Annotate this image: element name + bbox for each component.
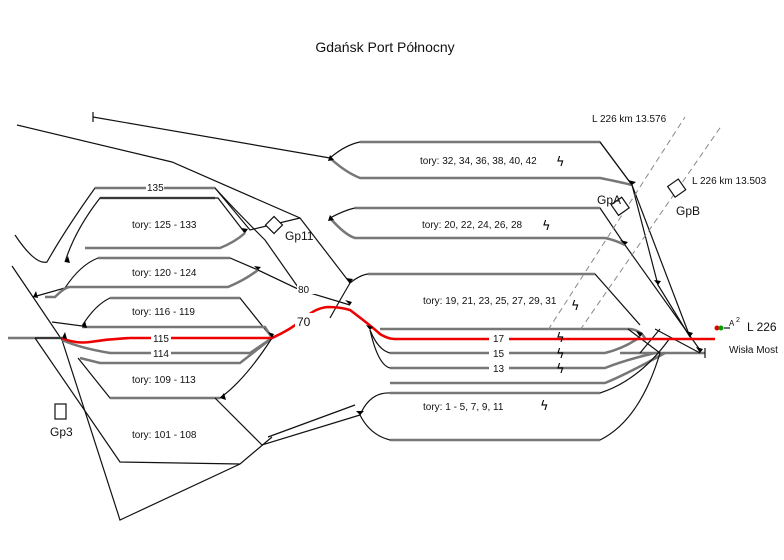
lightning-icon: ϟ bbox=[556, 331, 565, 346]
post-gpb-icon bbox=[666, 178, 687, 199]
diagram-title: Gdańsk Port Północny bbox=[315, 39, 454, 55]
lightning-icons: ϟ ϟ ϟ ϟ ϟ ϟ ϟ bbox=[540, 155, 580, 414]
track-group-label: tory: 116 - 119 bbox=[132, 307, 195, 318]
signal-label: A bbox=[729, 319, 735, 328]
line-label: L 226 bbox=[747, 320, 777, 334]
signal-label-sup: 2 bbox=[736, 317, 740, 324]
post-gpa-label: GpA bbox=[597, 193, 621, 207]
post-gp3-label: Gp3 bbox=[50, 425, 73, 439]
lightning-icon: ϟ bbox=[542, 219, 551, 234]
track-number: 80 bbox=[298, 285, 310, 296]
track-number: 135 bbox=[147, 183, 164, 194]
yard-116-119 bbox=[32, 296, 274, 521]
boundary-line-a bbox=[547, 116, 686, 331]
yard-120-124 bbox=[11, 256, 301, 299]
track-number: 15 bbox=[493, 349, 505, 360]
yard-109-113 bbox=[61, 336, 361, 446]
track-group-label: tory: 109 - 113 bbox=[132, 375, 196, 386]
main-line bbox=[8, 336, 241, 465]
track-group-label: tory: 32, 34, 36, 38, 40, 42 bbox=[420, 156, 537, 167]
track-group-label: tory: 1 - 5, 7, 9, 11 bbox=[423, 402, 504, 413]
track-number: 17 bbox=[493, 334, 505, 345]
track-number: 13 bbox=[493, 364, 505, 375]
track-number: 70 bbox=[297, 315, 311, 329]
switch-markers bbox=[33, 155, 703, 415]
post-gp11-label: Gp11 bbox=[285, 229, 314, 243]
lightning-icon: ϟ bbox=[556, 347, 565, 362]
track-group-label: tory: 120 - 124 bbox=[132, 268, 197, 279]
track-number: 115 bbox=[153, 334, 169, 345]
post-gp11-icon bbox=[264, 215, 284, 235]
yard-20-28 bbox=[329, 206, 701, 351]
post-gp3-icon bbox=[54, 403, 67, 420]
track-number: 114 bbox=[153, 349, 169, 360]
siding-top bbox=[16, 112, 351, 284]
lightning-icon: ϟ bbox=[571, 299, 580, 314]
highlighted-route bbox=[61, 305, 690, 344]
boundary-line-b bbox=[579, 124, 723, 331]
signal-a2-icon bbox=[714, 325, 730, 331]
destination-label: Wisła Most bbox=[729, 345, 778, 356]
km-label-a: L 226 km 13.576 bbox=[592, 114, 667, 125]
km-label-b: L 226 km 13.503 bbox=[692, 176, 767, 187]
lightning-icon: ϟ bbox=[540, 399, 549, 414]
lightning-icon: ϟ bbox=[556, 155, 565, 170]
lightning-icon: ϟ bbox=[556, 362, 565, 377]
track-group-label: tory: 20, 22, 24, 26, 28 bbox=[422, 220, 523, 231]
post-gpb-label: GpB bbox=[676, 204, 700, 218]
track-group-label: tory: 125 - 133 bbox=[132, 220, 197, 231]
yard-32-42 bbox=[329, 140, 691, 338]
track-group-label: tory: 101 - 108 bbox=[132, 430, 197, 441]
track-group-label: tory: 19, 21, 23, 25, 27, 29, 31 bbox=[423, 296, 557, 307]
post-gpa-icon bbox=[610, 196, 631, 217]
